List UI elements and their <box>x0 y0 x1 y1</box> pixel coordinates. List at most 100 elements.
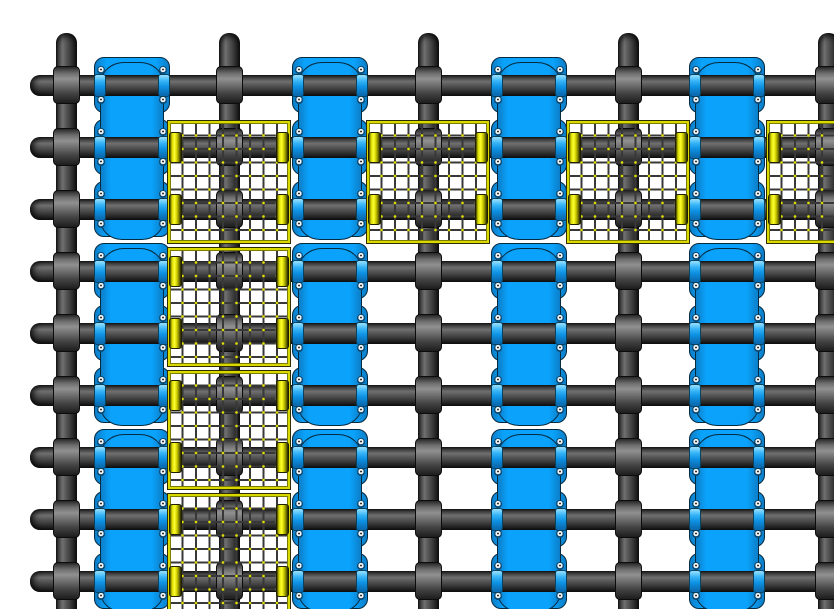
bolt-hole <box>754 468 762 476</box>
bolt-hole <box>357 376 365 384</box>
clamp-strap <box>292 73 304 97</box>
bolt-hole <box>295 220 303 228</box>
wire-mesh-panel[interactable] <box>168 248 290 366</box>
clamp-strap <box>292 135 304 159</box>
bolt-hole <box>494 252 502 260</box>
clamp-strap <box>94 197 106 221</box>
bolt-hole <box>754 314 762 322</box>
pipe-joint-sleeve <box>414 562 442 600</box>
wire-mesh-panel[interactable] <box>168 121 290 243</box>
mesh-collar <box>276 193 289 225</box>
pipe-joint-sleeve <box>414 252 442 290</box>
bolt-hole <box>556 562 564 570</box>
bolt-hole <box>357 562 365 570</box>
pipe-joint-sleeve <box>52 562 80 600</box>
bolt-hole <box>556 252 564 260</box>
bolt-hole <box>494 344 502 352</box>
bolt-hole <box>357 66 365 74</box>
mesh-collar <box>169 441 182 473</box>
wire-mesh-panel[interactable] <box>567 121 689 243</box>
bolt-hole <box>97 468 105 476</box>
bolt-hole <box>754 592 762 600</box>
bolt-hole <box>159 438 167 446</box>
mesh-collar <box>276 379 289 411</box>
clamp-strap <box>491 259 503 283</box>
mesh-collar <box>368 131 381 163</box>
bolt-hole <box>692 220 700 228</box>
bolt-hole <box>494 66 502 74</box>
bolt-hole <box>357 530 365 538</box>
bolt-hole <box>357 500 365 508</box>
bolt-hole <box>494 220 502 228</box>
bolt-hole <box>494 282 502 290</box>
pipe-joint-sleeve <box>814 562 834 600</box>
bolt-hole <box>159 190 167 198</box>
wire-mesh-panel[interactable] <box>168 371 290 489</box>
bolt-hole <box>295 96 303 104</box>
bolt-hole <box>556 344 564 352</box>
clamp-strap <box>491 383 503 407</box>
clamp-strap <box>689 507 701 531</box>
bolt-hole <box>357 314 365 322</box>
bolt-hole <box>97 66 105 74</box>
bolt-hole <box>494 158 502 166</box>
clamp-strap <box>94 507 106 531</box>
bolt-hole <box>97 314 105 322</box>
clamp-strap <box>689 445 701 469</box>
clamp-strap <box>94 259 106 283</box>
clamp-strap <box>689 73 701 97</box>
bolt-hole <box>357 158 365 166</box>
clamp-strap <box>689 569 701 593</box>
clamp-strap <box>753 259 765 283</box>
clamp-strap <box>356 507 368 531</box>
bolt-hole <box>692 468 700 476</box>
pipe-joint-sleeve <box>52 314 80 352</box>
bolt-hole <box>692 96 700 104</box>
bolt-hole <box>159 158 167 166</box>
bolt-hole <box>754 220 762 228</box>
bolt-hole <box>97 500 105 508</box>
clamp-strap <box>491 507 503 531</box>
bolt-hole <box>357 128 365 136</box>
mesh-collar <box>475 193 488 225</box>
mesh-collar <box>276 131 289 163</box>
clamp-strap <box>94 569 106 593</box>
bolt-hole <box>494 530 502 538</box>
bolt-hole <box>295 438 303 446</box>
mesh-collar <box>169 131 182 163</box>
bolt-hole <box>692 128 700 136</box>
clamp-strap <box>491 445 503 469</box>
bolt-hole <box>159 562 167 570</box>
wire-mesh-panel[interactable] <box>168 494 290 609</box>
mesh-collar <box>368 193 381 225</box>
clamp-strap <box>292 383 304 407</box>
bolt-hole <box>556 406 564 414</box>
bolt-hole <box>754 158 762 166</box>
bolt-hole <box>97 376 105 384</box>
clamp-strap <box>94 383 106 407</box>
pipe-joint-sleeve <box>414 438 442 476</box>
bolt-hole <box>556 468 564 476</box>
clamp-strap <box>94 321 106 345</box>
bolt-hole <box>295 344 303 352</box>
bolt-hole <box>295 66 303 74</box>
bolt-hole <box>97 592 105 600</box>
clamp-strap <box>753 383 765 407</box>
bolt-hole <box>295 252 303 260</box>
clamp-strap <box>753 197 765 221</box>
bolt-hole <box>556 314 564 322</box>
bolt-hole <box>692 190 700 198</box>
clamp-strap <box>94 73 106 97</box>
pipe-joint-sleeve <box>614 314 642 352</box>
mesh-collar <box>675 131 688 163</box>
bolt-hole <box>159 96 167 104</box>
clamp-strap <box>491 321 503 345</box>
pipe-joint-sleeve <box>52 128 80 166</box>
clamp-strap <box>689 197 701 221</box>
bolt-hole <box>97 344 105 352</box>
bolt-hole <box>97 96 105 104</box>
pipe-joint-sleeve <box>52 438 80 476</box>
wire-mesh-panel[interactable] <box>367 121 489 243</box>
clamp-strap <box>94 445 106 469</box>
